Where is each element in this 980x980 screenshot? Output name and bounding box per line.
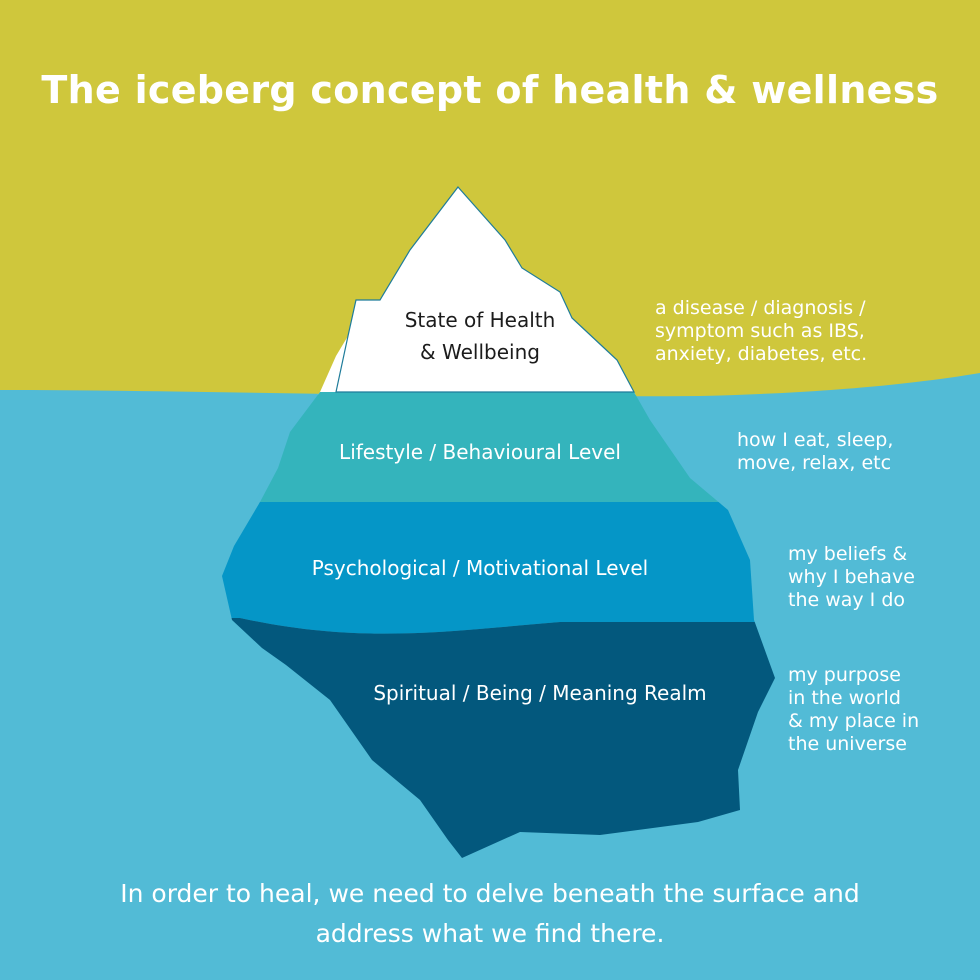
side-note-spiritual: my purpose in the world & my place in th… bbox=[788, 664, 920, 755]
layer-label-spiritual: Spiritual / Being / Meaning Realm bbox=[290, 677, 790, 709]
side-note-psychological: my beliefs & why I behave the way I do bbox=[788, 543, 915, 611]
footer-message: In order to heal, we need to delve benea… bbox=[0, 874, 980, 954]
layer-label-lifestyle: Lifestyle / Behavioural Level bbox=[260, 436, 700, 468]
footer-line-1: In order to heal, we need to delve benea… bbox=[120, 879, 860, 908]
layer-label-psychological-line-1: Psychological / Motivational Level bbox=[311, 556, 649, 580]
layer-label-peak-line-2: & Wellbeing bbox=[420, 340, 540, 364]
layer-label-psychological: Psychological / Motivational Level bbox=[230, 552, 730, 584]
layer-label-lifestyle-line-1: Lifestyle / Behavioural Level bbox=[339, 440, 621, 464]
side-note-peak: a disease / diagnosis / symptom such as … bbox=[655, 297, 868, 365]
page-title: The iceberg concept of health & wellness bbox=[41, 68, 939, 112]
layer-label-peak: State of Health & Wellbeing bbox=[330, 304, 630, 368]
side-note-lifestyle: how I eat, sleep, move, relax, etc bbox=[737, 429, 894, 474]
iceberg-outline bbox=[335, 186, 635, 393]
layer-label-peak-line-1: State of Health bbox=[404, 308, 556, 332]
iceberg-psychological-layer bbox=[222, 502, 775, 634]
footer-line-2: address what we find there. bbox=[315, 919, 665, 948]
layer-label-spiritual-line-1: Spiritual / Being / Meaning Realm bbox=[373, 681, 707, 705]
